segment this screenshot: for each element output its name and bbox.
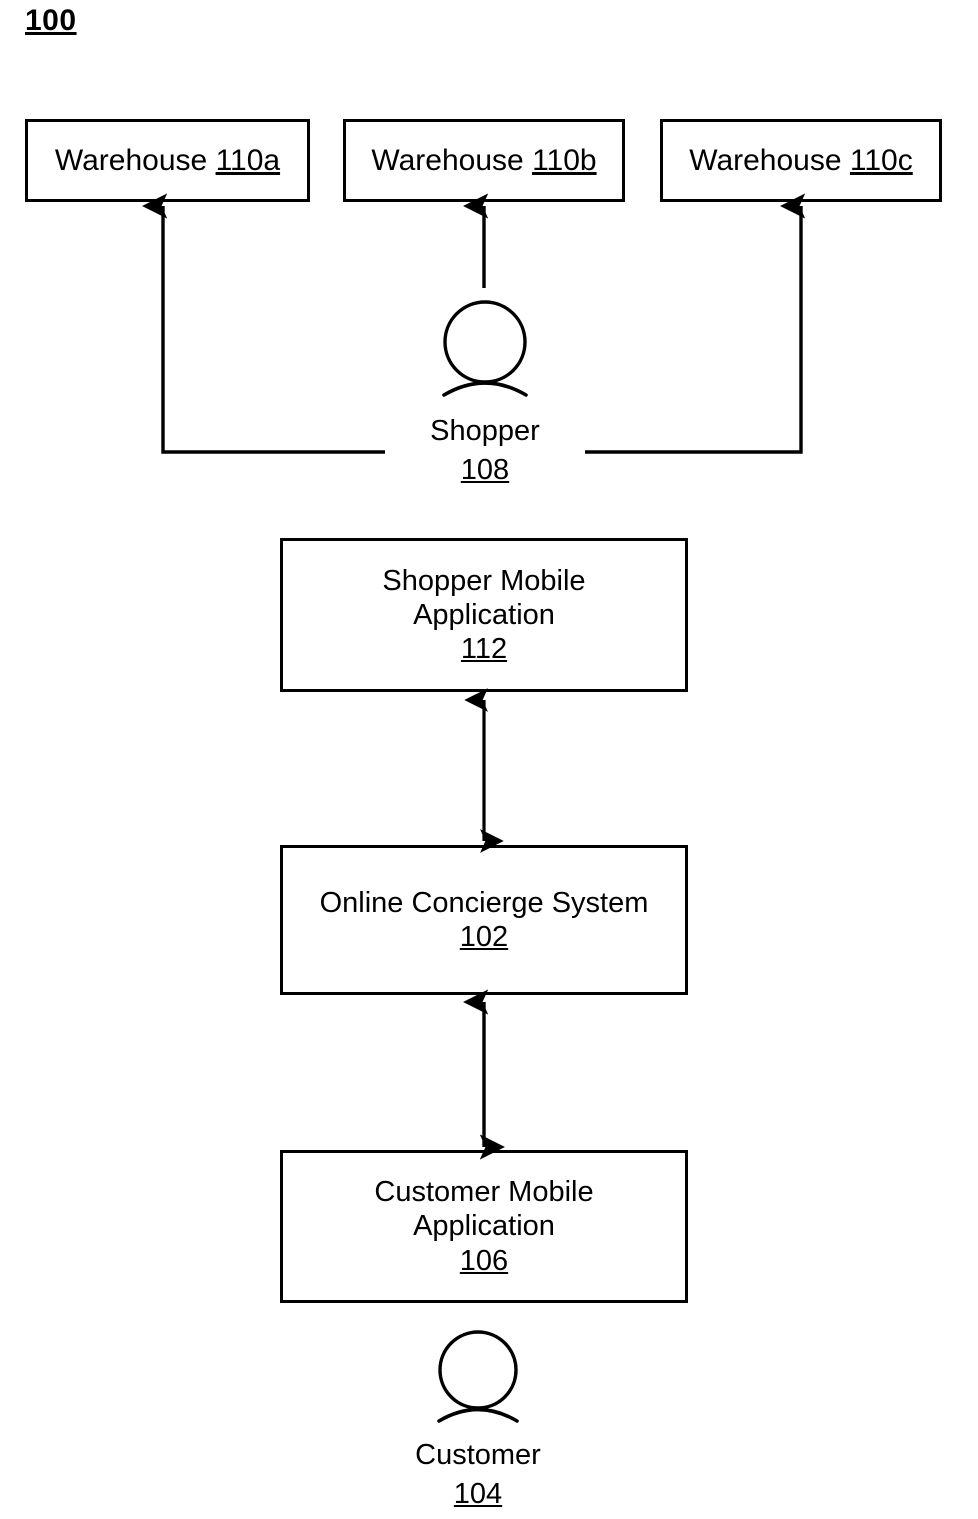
warehouse-box-110c-label: Warehouse	[689, 143, 842, 177]
warehouse-box-110b-label: Warehouse	[371, 143, 524, 177]
warehouse-box-110b-ref: 110b	[532, 143, 597, 177]
figure-number-label: 100	[25, 4, 77, 37]
customer-mobile-application-line1: Customer Mobile	[374, 1176, 594, 1209]
customer-label-ref: 104	[453, 1478, 503, 1511]
shopper-label-ref: 108	[460, 454, 510, 487]
customer-person-icon	[437, 1330, 519, 1423]
warehouse-box-110b: Warehouse 110b	[343, 119, 625, 202]
connector-shopper-to-warehouse-110c	[585, 193, 806, 454]
warehouse-box-110a: Warehouse 110a	[25, 119, 310, 202]
online-concierge-system-box: Online Concierge System 102	[280, 845, 688, 995]
warehouse-box-110c-text: Warehouse 110c	[689, 143, 912, 178]
connector-shopper-to-warehouse-110a	[142, 193, 385, 454]
online-concierge-system-line1: Online Concierge System	[319, 886, 649, 919]
warehouse-box-110a-label: Warehouse	[54, 143, 208, 177]
customer-mobile-application-line2: Application	[413, 1210, 555, 1243]
warehouse-box-110c: Warehouse 110c	[660, 119, 942, 202]
customer-actor-label: Customer 104	[378, 1436, 578, 1514]
customer-mobile-application-ref: 106	[459, 1244, 509, 1277]
warehouse-box-110a-text: Warehouse 110a	[55, 143, 280, 178]
shopper-mobile-application-line1: Shopper Mobile	[382, 564, 586, 597]
shopper-label-text: Shopper	[430, 415, 540, 447]
customer-mobile-application-box: Customer Mobile Application 106	[280, 1150, 688, 1303]
shopper-actor-label: Shopper 108	[385, 412, 585, 490]
shopper-mobile-application-box: Shopper Mobile Application 112	[280, 538, 688, 692]
warehouse-box-110c-ref: 110c	[849, 143, 913, 177]
online-concierge-system-ref: 102	[459, 921, 509, 953]
warehouse-box-110b-text: Warehouse 110b	[371, 143, 596, 178]
customer-label-text: Customer	[415, 1439, 541, 1471]
shopper-mobile-application-line2: Application	[413, 598, 555, 631]
shopper-person-icon	[442, 300, 528, 397]
warehouse-box-110a-ref: 110a	[215, 143, 281, 177]
shopper-mobile-application-ref: 112	[460, 633, 508, 666]
